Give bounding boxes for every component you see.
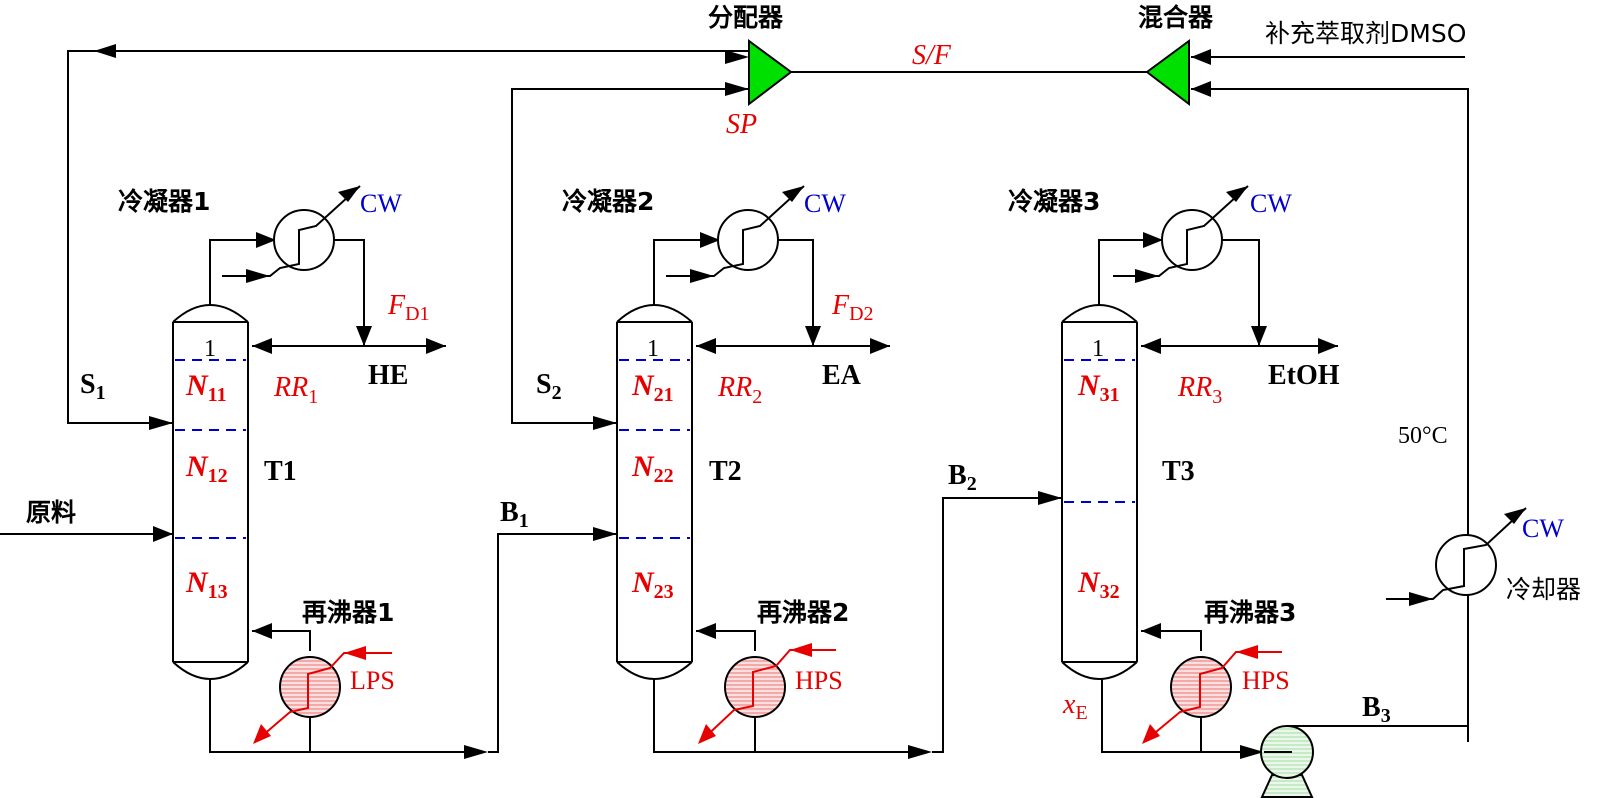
boilup-line [1141, 623, 1202, 651]
b2-stream [932, 497, 1062, 753]
boilup-line [252, 623, 311, 651]
cooling-medium: CW [1250, 189, 1292, 218]
condenser-label: 冷凝器1 [118, 187, 210, 216]
heating-medium: HPS [795, 666, 843, 695]
cooling-medium: CW [804, 189, 846, 218]
section-n13: N13 [185, 566, 228, 603]
b1-label: B1 [500, 497, 529, 532]
condensate-line [334, 239, 372, 346]
condensate-line [778, 239, 821, 346]
reboiler-1: 再沸器1 LPS [252, 598, 395, 744]
overhead-vapor-line [653, 232, 720, 306]
bottoms-line [209, 678, 476, 753]
overhead-vapor-line [1098, 232, 1163, 306]
reboiler-label: 再沸器1 [302, 598, 394, 627]
product-label: HE [368, 360, 408, 391]
reflux-ratio-label: RR1 [273, 372, 318, 408]
section-n21: N21 [631, 369, 674, 406]
bottoms-line [653, 678, 920, 753]
solvent-stream-label: S1 [80, 369, 106, 404]
condensate-line [1222, 239, 1267, 346]
distillate-flow-label: FD2 [831, 290, 874, 325]
mixer-label: 混合器 [1138, 3, 1214, 32]
b1-stream [488, 533, 617, 753]
bottoms-pump [1260, 725, 1468, 798]
feed-label: 原料 [26, 498, 76, 527]
heating-medium: LPS [350, 666, 395, 695]
condenser-label: 冷凝器2 [562, 187, 654, 216]
bottoms-line [1101, 678, 1262, 753]
s1-stream [67, 50, 749, 424]
splitter-label: 分配器 [708, 3, 784, 32]
mixer-triangle-icon [1145, 39, 1190, 107]
condenser-3: 冷凝器3 CW [1008, 185, 1292, 283]
heating-medium: HPS [1242, 666, 1290, 695]
section-n32: N32 [1077, 566, 1120, 603]
section-n11: N11 [185, 369, 227, 406]
column-t3: 1 N31 N32 T3 [1061, 304, 1195, 680]
splitter-tag: SP [726, 109, 757, 140]
reboiler-label: 再沸器2 [757, 598, 849, 627]
column-t1: 1 N11 N12 N13 T1 [172, 304, 297, 680]
cooler-temperature: 50°C [1398, 423, 1448, 449]
column-t2: 1 N21 N22 N23 T2 [616, 304, 742, 680]
product-label: EtOH [1268, 360, 1340, 391]
reboiler-3: 再沸器3 HPS [1141, 598, 1296, 744]
s1-inlet-arrowhead-icon [149, 416, 173, 430]
cooler-medium: CW [1522, 514, 1564, 543]
boilup-line [696, 623, 756, 651]
splitter-triangle-icon [748, 39, 793, 107]
reflux-ratio-label: RR3 [1177, 372, 1222, 408]
splitter-inlet-arrowhead-icon [725, 50, 749, 64]
condenser-label: 冷凝器3 [1008, 187, 1100, 216]
distillate-flow-label: FD1 [387, 290, 430, 325]
solvent-stream-label: S2 [536, 369, 562, 404]
cooler-icon [1435, 534, 1497, 596]
condenser-2: 冷凝器2 CW [562, 185, 846, 283]
product-label: EA [822, 360, 862, 391]
column-bottom-head [172, 661, 249, 680]
section-n31: N31 [1077, 369, 1120, 406]
reflux-ratio-label: RR2 [717, 372, 762, 408]
top-stage-number: 1 [1092, 336, 1104, 362]
reboiler-2: 再沸器2 HPS [696, 598, 849, 744]
column-id: T2 [709, 456, 742, 487]
condenser-1: 冷凝器1 CW [118, 185, 402, 283]
s1-arrowhead-icon [94, 44, 116, 58]
section-n23: N23 [631, 566, 674, 603]
bottoms-purity-label: xE [1062, 689, 1088, 724]
cooler-label: 冷却器 [1506, 575, 1581, 604]
cooling-medium: CW [360, 189, 402, 218]
s2-stream [511, 88, 749, 424]
b2-label: B2 [948, 460, 977, 495]
section-n12: N12 [185, 450, 228, 487]
top-stage-number: 1 [204, 336, 216, 362]
makeup-label: 补充萃取剂DMSO [1265, 19, 1466, 48]
solvent-ratio-label: S/F [912, 40, 952, 71]
overhead-vapor-line [209, 232, 276, 306]
reboiler-label: 再沸器3 [1204, 598, 1296, 627]
splitter: 分配器 SP [708, 3, 793, 140]
column-top-head [172, 304, 249, 323]
column-id: T3 [1162, 456, 1195, 487]
column-id: T1 [264, 456, 297, 487]
b3-label: B3 [1362, 692, 1391, 727]
splitter-inlet-arrowhead-icon [725, 82, 749, 96]
solvent-cooler: CW 冷却器 50°C [1386, 89, 1581, 726]
s2-inlet-arrowhead-icon [593, 416, 617, 430]
mixer: 混合器 [1138, 3, 1214, 107]
section-n22: N22 [631, 450, 674, 487]
recycle-to-mixer-stream [1191, 81, 1469, 742]
top-stage-number: 1 [647, 336, 659, 362]
